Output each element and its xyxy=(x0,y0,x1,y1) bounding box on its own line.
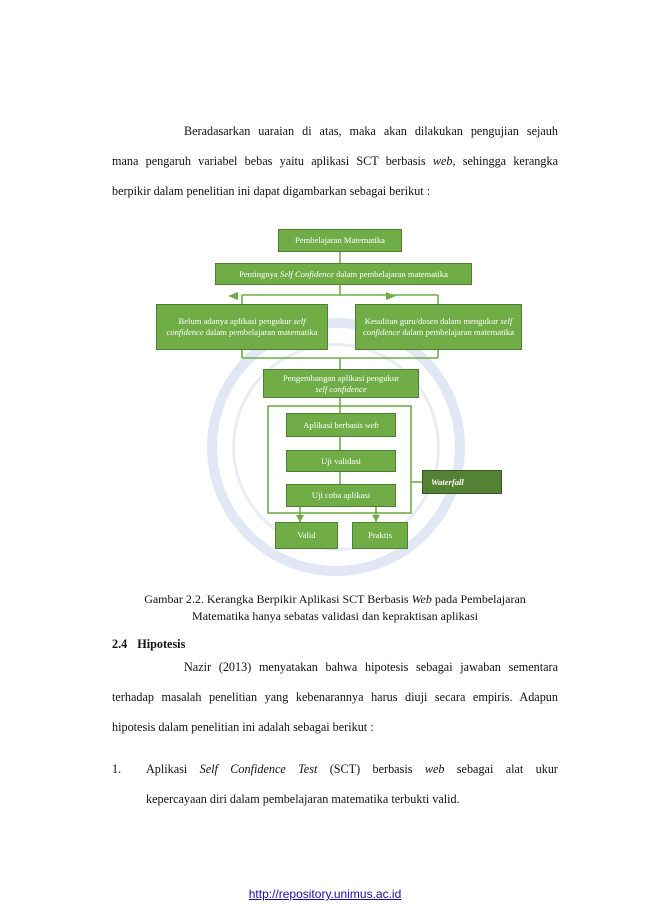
hypo-line-1: Nazir (2013) menyatakan bahwa hipotesis … xyxy=(184,660,558,674)
box-web-a: Aplikasi berbasis xyxy=(303,419,365,430)
box-two-a: Pentingnya xyxy=(239,268,280,279)
hypo-line-3: hipotesis dalam penelitian ini adalah se… xyxy=(112,720,374,734)
box-uji-coba-aplikasi: Uji coba aplikasi xyxy=(286,484,396,507)
box-left-b: self confidence xyxy=(166,316,306,337)
intro-line-1: Beradasarkan uaraian di atas, maka akan … xyxy=(184,124,558,138)
box-waterfall-label: Waterfall xyxy=(431,476,464,487)
intro-line-2-web: web xyxy=(432,154,453,168)
box-right-b: self confidence xyxy=(362,316,513,337)
caption-line-1: Gambar 2.2. Kerangka Berpikir Aplikasi S… xyxy=(112,591,558,608)
intro-line-2-a: mana pengaruh variabel bebas yaitu aplik… xyxy=(112,154,433,168)
intro-line-3: berpikir dalam penelitian ini dapat diga… xyxy=(112,184,431,198)
box-left-a: Belum adanya aplikasi pengukur xyxy=(178,316,294,326)
list-number: 1. xyxy=(112,762,122,776)
section-title: Hipotesis xyxy=(137,637,186,651)
box-right-c: dalam pembelajaran matematika xyxy=(400,327,515,337)
box-valid: Valid xyxy=(275,522,338,549)
repository-link[interactable]: http://repository.unimus.ac.id xyxy=(248,887,402,901)
university-seal-inner-ring xyxy=(232,343,440,551)
box-top-label: Pembelajaran Matematika xyxy=(295,235,385,245)
box-praktis: Praktis xyxy=(352,522,408,549)
hypothesis-list-item: 1. Aplikasi Self Confidence Test (SCT) b… xyxy=(112,754,558,814)
box-web-b: web xyxy=(364,419,379,430)
list-line-1: Aplikasi Self Confidence Test (SCT) berb… xyxy=(146,754,558,784)
box-coba-label: Uji coba aplikasi xyxy=(311,490,371,500)
box-uji-validasi: Uji validasi xyxy=(286,450,396,472)
box-praktis-label: Praktis xyxy=(368,530,392,540)
list-a: Aplikasi xyxy=(146,762,200,776)
caption-line-1-web: Web xyxy=(411,592,432,606)
hypo-line-2: terhadap masalah penelitian yang kebenar… xyxy=(112,690,558,704)
box-web-label: Aplikasi berbasis web xyxy=(303,420,378,431)
list-body: Aplikasi Self Confidence Test (SCT) berb… xyxy=(146,754,558,814)
box-aplikasi-berbasis-web: Aplikasi berbasis web xyxy=(286,413,396,437)
list-line-2: kepercayaan diri dalam pembelajaran mate… xyxy=(146,792,460,806)
box-two-label: Pentingnya Self Confidence dalam pembela… xyxy=(239,269,448,280)
list-d: web xyxy=(424,762,445,776)
box-right-label: Kesulitan guru/dosen dalam mengukur self… xyxy=(360,316,517,338)
list-c: (SCT) berbasis xyxy=(317,762,425,776)
hypothesis-paragraph: Nazir (2013) menyatakan bahwa hipotesis … xyxy=(112,652,558,742)
section-heading: 2.4 Hipotesis xyxy=(112,637,195,652)
list-e: sebagai alat ukur xyxy=(444,762,558,776)
intro-paragraph: Beradasarkan uaraian di atas, maka akan … xyxy=(112,116,558,206)
caption-line-1-a: Gambar 2.2. Kerangka Berpikir Aplikasi S… xyxy=(144,592,412,606)
box-pentingnya-self-confidence: Pentingnya Self Confidence dalam pembela… xyxy=(215,263,472,285)
box-left-label: Belum adanya aplikasi pengukur self conf… xyxy=(161,316,323,338)
intro-line-2-c: , sehingga kerangka xyxy=(452,154,558,168)
box-validasi-label: Uji validasi xyxy=(321,455,361,466)
box-pengembangan-aplikasi: Pengembangan aplikasi pengukur self conf… xyxy=(263,369,419,398)
box-two-b: Self Confidence xyxy=(279,268,335,279)
box-pembelajaran-matematika: Pembelajaran Matematika xyxy=(278,229,402,252)
intro-line-2: mana pengaruh variabel bebas yaitu aplik… xyxy=(112,146,558,176)
arrow-left-head xyxy=(228,292,238,300)
box-waterfall: Waterfall xyxy=(422,470,502,494)
box-left-c: dalam pembelajaran matematika xyxy=(203,327,318,337)
list-b: Self Confidence Test xyxy=(199,762,318,776)
figure-caption: Gambar 2.2. Kerangka Berpikir Aplikasi S… xyxy=(112,591,558,625)
arrow-right-head xyxy=(386,292,396,300)
box-two-c: dalam pembelajaran matematika xyxy=(334,268,448,279)
caption-line-1-c: pada Pembelajaran xyxy=(431,592,526,606)
box-kesulitan-guru: Kesulitan guru/dosen dalam mengukur self… xyxy=(355,304,522,350)
section-number: 2.4 xyxy=(112,637,128,651)
box-right-a: Kesulitan guru/dosen dalam mengukur xyxy=(364,316,501,326)
box-belum-adanya-aplikasi: Belum adanya aplikasi pengukur self conf… xyxy=(156,304,328,350)
caption-line-2: Matematika hanya sebatas validasi dan ke… xyxy=(192,609,478,623)
box-dev-a: Pengembangan aplikasi pengukur xyxy=(283,372,399,383)
box-valid-label: Valid xyxy=(297,530,316,540)
box-dev-b: self confidence xyxy=(315,383,367,394)
